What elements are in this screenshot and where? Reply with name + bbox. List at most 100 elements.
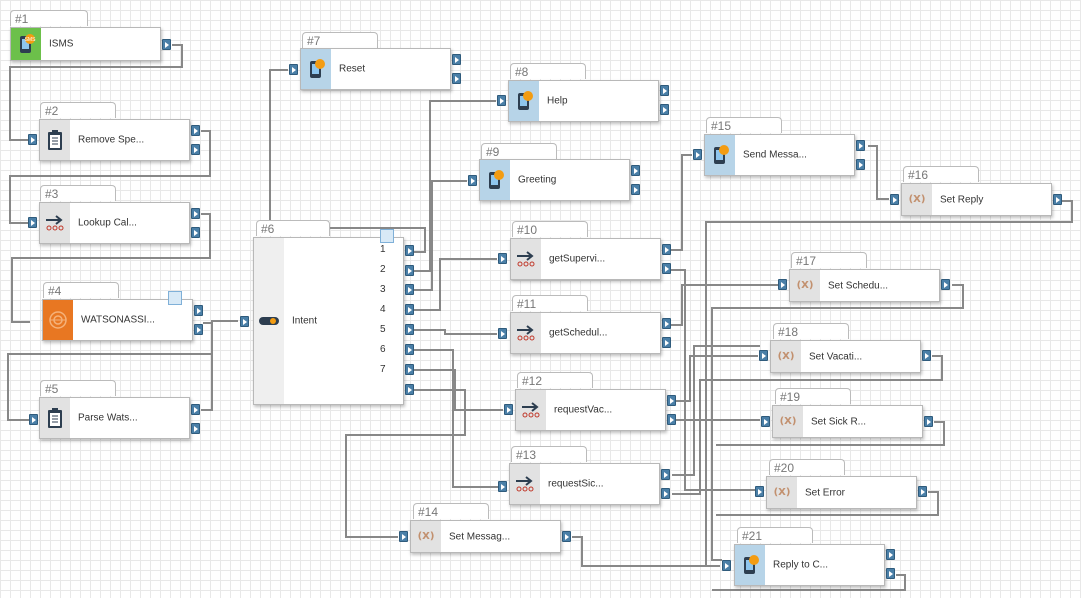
input-port[interactable] — [498, 253, 507, 264]
variable-icon: (X) — [790, 270, 820, 301]
lookup-arrow-icon — [516, 390, 546, 430]
input-port[interactable] — [468, 175, 477, 186]
port-label: 1 — [380, 244, 386, 255]
output-port[interactable] — [922, 350, 931, 361]
variable-icon: (X) — [767, 477, 797, 508]
port-label: 6 — [380, 344, 386, 355]
input-port[interactable] — [890, 194, 899, 205]
input-port[interactable] — [778, 279, 787, 290]
variable-icon: (X) — [902, 184, 932, 215]
lookup-arrow-icon — [510, 464, 540, 504]
output-port[interactable] — [662, 337, 671, 348]
sms-phone-icon — [705, 135, 735, 175]
output-port[interactable] — [924, 416, 933, 427]
output-port[interactable] — [405, 265, 414, 276]
output-port[interactable] — [662, 318, 671, 329]
port-label: 3 — [380, 284, 386, 295]
output-port[interactable] — [886, 549, 895, 560]
output-port[interactable] — [941, 279, 950, 290]
node-label: Parse Wats... — [78, 412, 138, 424]
variable-icon: (X) — [773, 406, 803, 437]
output-port[interactable] — [405, 284, 414, 295]
output-port[interactable] — [452, 54, 461, 65]
output-port[interactable] — [191, 227, 200, 238]
clipboard-icon — [40, 398, 70, 438]
node-number: #2 — [40, 102, 116, 118]
node-label: Reply to C... — [773, 559, 829, 571]
output-port[interactable] — [886, 568, 895, 579]
input-port[interactable] — [28, 134, 37, 145]
input-port[interactable] — [504, 404, 513, 415]
node-label: Set Vacati... — [809, 351, 863, 362]
output-port[interactable] — [562, 531, 571, 542]
output-port[interactable] — [191, 423, 200, 434]
output-port[interactable] — [405, 344, 414, 355]
output-port[interactable] — [405, 324, 414, 335]
input-port[interactable] — [759, 350, 768, 361]
input-port[interactable] — [28, 217, 37, 228]
input-port[interactable] — [497, 95, 506, 106]
output-port[interactable] — [662, 263, 671, 274]
output-port[interactable] — [405, 384, 414, 395]
output-port[interactable] — [661, 469, 670, 480]
sms-phone-icon — [509, 81, 539, 121]
node-label: requestVac... — [554, 404, 613, 416]
input-port[interactable] — [722, 560, 731, 571]
output-port[interactable] — [856, 159, 865, 170]
node-number: #20 — [769, 459, 845, 475]
output-port[interactable] — [405, 364, 414, 375]
input-port[interactable] — [289, 64, 298, 75]
input-port[interactable] — [498, 328, 507, 339]
input-port[interactable] — [29, 414, 38, 425]
output-port[interactable] — [918, 486, 927, 497]
output-port[interactable] — [191, 125, 200, 136]
output-port[interactable] — [162, 39, 171, 50]
node-number: #10 — [512, 221, 588, 237]
node-number: #14 — [413, 503, 489, 519]
input-port[interactable] — [761, 416, 770, 427]
expand-icon[interactable] — [380, 229, 394, 243]
output-port[interactable] — [660, 85, 669, 96]
port-label: 2 — [380, 264, 386, 275]
node-number: #7 — [302, 32, 378, 48]
node-number: #16 — [903, 166, 979, 182]
output-port[interactable] — [194, 305, 203, 316]
output-port[interactable] — [191, 144, 200, 155]
node-number: #17 — [791, 252, 867, 268]
input-port[interactable] — [399, 531, 408, 542]
output-port[interactable] — [1053, 194, 1062, 205]
output-port[interactable] — [631, 165, 640, 176]
input-port[interactable] — [498, 481, 507, 492]
output-port[interactable] — [405, 304, 414, 315]
node-label: Send Messa... — [743, 149, 807, 161]
output-port[interactable] — [405, 245, 414, 256]
expand-icon[interactable] — [168, 291, 182, 305]
input-port[interactable] — [240, 316, 249, 327]
input-port[interactable] — [693, 149, 702, 160]
node-number: #11 — [512, 295, 588, 311]
node-label: Set Error — [805, 487, 846, 498]
node-label: Set Sick R... — [811, 416, 867, 427]
node-label: Set Messag... — [449, 531, 511, 542]
node-label: Greeting — [518, 174, 557, 186]
node-number: #5 — [40, 380, 116, 396]
output-port[interactable] — [662, 244, 671, 255]
node-label: requestSic... — [548, 478, 604, 490]
input-port[interactable] — [755, 486, 764, 497]
lookup-arrow-icon — [40, 203, 70, 243]
output-port[interactable] — [661, 488, 670, 499]
output-port[interactable] — [194, 324, 203, 335]
output-port[interactable] — [667, 395, 676, 406]
output-port[interactable] — [631, 184, 640, 195]
output-port[interactable] — [452, 73, 461, 84]
variable-icon: (X) — [411, 521, 441, 552]
output-port[interactable] — [856, 140, 865, 151]
output-port[interactable] — [191, 404, 200, 415]
output-port[interactable] — [667, 414, 676, 425]
svg-text:SMS: SMS — [25, 37, 37, 43]
output-port[interactable] — [660, 104, 669, 115]
port-label: 7 — [380, 364, 386, 375]
port-label: 5 — [380, 324, 386, 335]
output-port[interactable] — [191, 208, 200, 219]
